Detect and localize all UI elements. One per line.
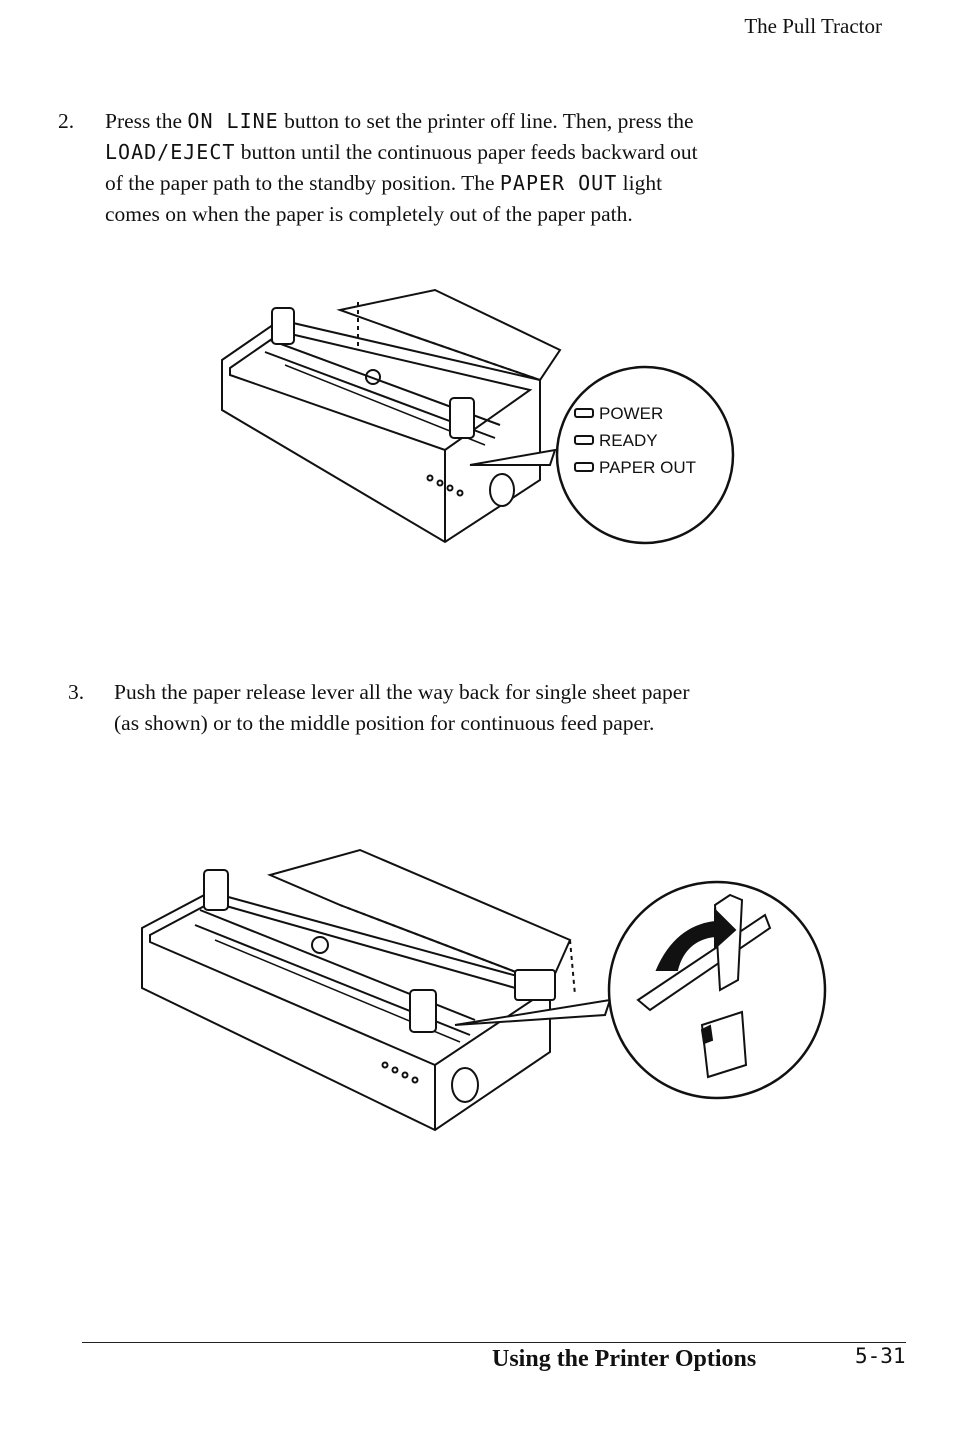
text-run: button until the continuous paper feeds …: [235, 140, 698, 164]
indicator-power: POWER: [599, 404, 663, 423]
indicator-ready: READY: [599, 431, 658, 450]
page-number: 5-31: [855, 1344, 906, 1368]
text-run: Press the: [105, 109, 188, 133]
footer-section-title: Using the Printer Options: [492, 1346, 757, 1372]
step-number: 2.: [58, 109, 75, 133]
text-run: of the paper path to the standby positio…: [105, 171, 500, 195]
key-load-eject: LOAD/EJECT: [105, 140, 236, 164]
indicator-paper-out: PAPER OUT: [599, 458, 696, 477]
step-line: (as shown) or to the middle position for…: [114, 711, 655, 735]
footer-rule: [82, 1342, 906, 1343]
step-line: comes on when the paper is completely ou…: [105, 202, 633, 226]
paper-release-lever-illustration: [141, 848, 827, 1132]
key-on-line: ON LINE: [187, 109, 279, 133]
running-header: The Pull Tractor: [744, 14, 882, 38]
text-run: light: [617, 171, 663, 195]
text-run: button to set the printer off line. Then…: [278, 109, 694, 133]
step-line: Push the paper release lever all the way…: [114, 680, 690, 704]
step-line: LOAD/EJECT button until the continuous p…: [105, 137, 865, 168]
step-number: 3.: [68, 680, 85, 704]
step-text: Push the paper release lever all the way…: [114, 677, 884, 739]
step-line: Press the ON LINE button to set the prin…: [105, 106, 865, 137]
printer-indicator-illustration: POWER READY PAPER OUT: [221, 288, 735, 545]
step-line: of the paper path to the standby positio…: [105, 168, 865, 199]
step-text: Press the ON LINE button to set the prin…: [105, 106, 865, 230]
key-paper-out: PAPER OUT: [499, 171, 618, 195]
